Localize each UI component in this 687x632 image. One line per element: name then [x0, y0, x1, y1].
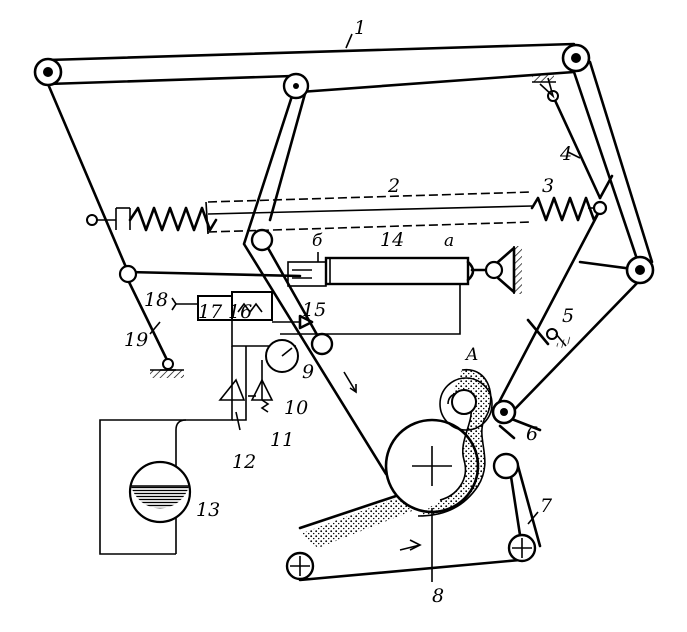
label-4: 4	[559, 143, 572, 165]
coil-A	[417, 369, 493, 517]
pulley-icon	[561, 43, 591, 73]
left-arm	[46, 82, 130, 274]
label-b: б	[312, 231, 323, 251]
label-11: 11	[270, 429, 294, 451]
label-2: 2	[387, 175, 400, 197]
label-13: 13	[196, 499, 220, 521]
label-15: 15	[302, 299, 326, 321]
label-16: 16	[228, 301, 252, 323]
cylinder-14	[126, 246, 522, 335]
label-10: 10	[284, 397, 308, 419]
label-7: 7	[540, 495, 553, 517]
part-labels: 1 2 3 4 5 6 7 8 9 10 11 12 13 14 15 16 1…	[124, 17, 574, 607]
label-17: 17	[198, 301, 223, 323]
belt	[242, 88, 388, 476]
label-A: A	[464, 345, 478, 365]
pivot-5	[526, 318, 573, 350]
spring-link-2	[86, 191, 608, 235]
drum-8	[298, 418, 522, 582]
spring-left	[128, 206, 218, 232]
label-6: 6	[526, 423, 538, 445]
lever-1	[46, 42, 576, 94]
label-9: 9	[302, 361, 314, 383]
pivot-19	[126, 278, 184, 378]
right-arm-4	[551, 60, 654, 270]
pulleys	[33, 43, 655, 581]
pulley-icon	[33, 57, 63, 87]
tank-13	[128, 460, 192, 524]
pivot-top-right	[532, 74, 559, 102]
pulley-icon	[507, 533, 537, 563]
label-3: 3	[542, 175, 554, 197]
belt-arrow	[343, 371, 357, 394]
pulley-icon	[282, 72, 310, 100]
pulley-icon	[310, 332, 334, 356]
label-12: 12	[232, 451, 256, 473]
pulley-icon	[625, 255, 655, 285]
pulley-icon	[492, 452, 520, 480]
leader-lines	[149, 33, 581, 582]
label-5: 5	[562, 305, 574, 327]
pulley-icon	[285, 551, 315, 581]
label-18: 18	[144, 289, 168, 311]
pulley-icon	[250, 228, 274, 252]
hydraulic-lines	[99, 320, 299, 555]
label-14: 14	[380, 229, 404, 251]
pulley-icon	[118, 264, 138, 284]
spring-right	[530, 196, 602, 222]
label-8: 8	[432, 585, 444, 607]
valve-block	[171, 291, 314, 330]
label-a: a	[444, 231, 454, 251]
pulley-icon	[491, 399, 517, 425]
label-19: 19	[124, 329, 148, 351]
label-1: 1	[354, 17, 366, 39]
